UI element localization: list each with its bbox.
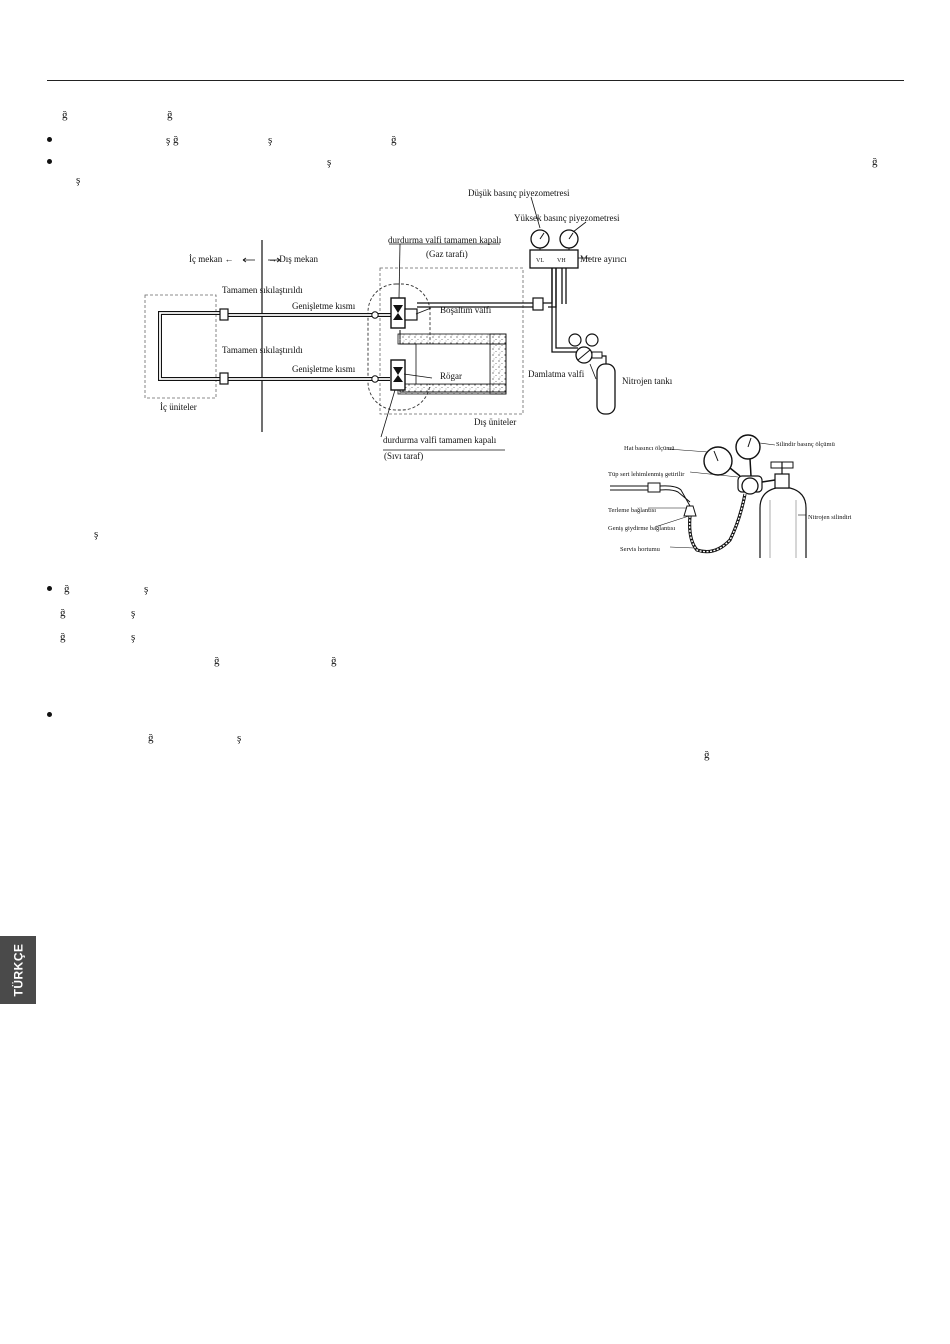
- service-hose-label: Servis hortumu: [620, 546, 661, 553]
- text-fragment: ş ğ: [166, 134, 179, 146]
- sweat-connection-label: Terleme bağlantısı: [608, 507, 656, 514]
- nitrogen-tank-label: Nitrojen tankı: [622, 376, 673, 386]
- text-fragment: ğ: [167, 109, 173, 121]
- gas-stop-valve: [390, 297, 418, 329]
- outdoor-units-label: Dış üniteler: [474, 417, 516, 427]
- bullet: [47, 712, 52, 717]
- cylinder-pressure-label: Silindir basınç ölçümü: [776, 441, 836, 448]
- text-fragment: ğ: [148, 732, 154, 744]
- text-fragment: ğ: [872, 156, 878, 168]
- line-pressure-label: Hat basıncı ölçümü: [624, 445, 675, 452]
- text-fragment: ş: [76, 174, 81, 186]
- text-fragment: ş: [327, 156, 332, 168]
- discharge-valve-label: Boşaltım valfi: [440, 305, 492, 315]
- fully-tightened-label: Tamamen sıkılaştırıldı: [222, 285, 303, 295]
- text-fragment: ş: [268, 134, 273, 146]
- meter-separator-label: Metre ayırıcı: [580, 254, 627, 264]
- flare-connection-label: Geniş giydirme bağlantısı: [608, 525, 675, 532]
- indoor-units-label: İç üniteler: [160, 402, 197, 412]
- text-fragment: ğ: [704, 749, 710, 761]
- liquid-stop-valve: [390, 359, 406, 391]
- text-fragment: ğ: [391, 134, 397, 146]
- language-tab-label: TÜRKÇE: [11, 943, 25, 997]
- svg-text:VH: VH: [557, 258, 566, 264]
- high-pressure-gauge-label: Yüksek basınç piyezometresi: [514, 213, 620, 223]
- outdoor-unit-box: [379, 267, 524, 415]
- low-pressure-gauge-label: Düşük basınç piyezometresi: [468, 188, 570, 198]
- svg-text:VL: VL: [536, 258, 544, 264]
- indoor-label: İç mekan ←: [189, 254, 233, 264]
- header-rule: [47, 80, 904, 81]
- text-fragment: ş: [94, 528, 99, 540]
- nitrogen-tank: [568, 333, 616, 415]
- stop-valve-gas-label: durdurma valfi tamamen kapalı: [388, 235, 502, 245]
- stop-valve-liquid-label: durdurma valfi tamamen kapalı: [383, 435, 497, 445]
- gas-side-label: (Gaz tarafı): [426, 249, 468, 259]
- text-fragment: ğ: [60, 607, 66, 619]
- bullet: [47, 159, 52, 164]
- text-fragment: ğ: [214, 655, 220, 667]
- text-fragment: ş: [131, 631, 136, 643]
- language-side-tab: TÜRKÇE: [0, 936, 36, 1004]
- gauge-manifold: VL VH: [529, 229, 579, 269]
- nitrogen-cylinder-label: Nitrojen silindiri: [808, 514, 852, 521]
- outdoor-label: → Dış mekan: [268, 254, 318, 264]
- expansion-label: Genişletme kısmı: [292, 301, 356, 311]
- nitrogen-cylinder-diagram: Hat basıncı ölçümü Silindir basınç ölçüm…: [608, 434, 852, 558]
- text-fragment: ş: [237, 732, 242, 744]
- text-fragment: ğ: [60, 631, 66, 643]
- fully-tightened-label: Tamamen sıkılaştırıldı: [222, 345, 303, 355]
- expansion-label: Genişletme kısmı: [292, 364, 356, 374]
- text-fragment: ğ: [331, 655, 337, 667]
- text-fragment: ş: [144, 583, 149, 595]
- bullet: [47, 137, 52, 142]
- text-fragment: ğ: [64, 583, 70, 595]
- drip-valve-label: Damlatma valfi: [528, 369, 585, 379]
- bullet: [47, 586, 52, 591]
- liquid-side-label: (Sıvı taraf): [384, 451, 423, 461]
- text-fragment: ş: [131, 607, 136, 619]
- brazed-tube-label: Tüp sert lehimlenmiş getirilir: [608, 471, 685, 478]
- rogar-label: Rögar: [440, 371, 462, 381]
- indoor-unit-box: [144, 294, 217, 399]
- text-fragment: ğ: [62, 109, 68, 121]
